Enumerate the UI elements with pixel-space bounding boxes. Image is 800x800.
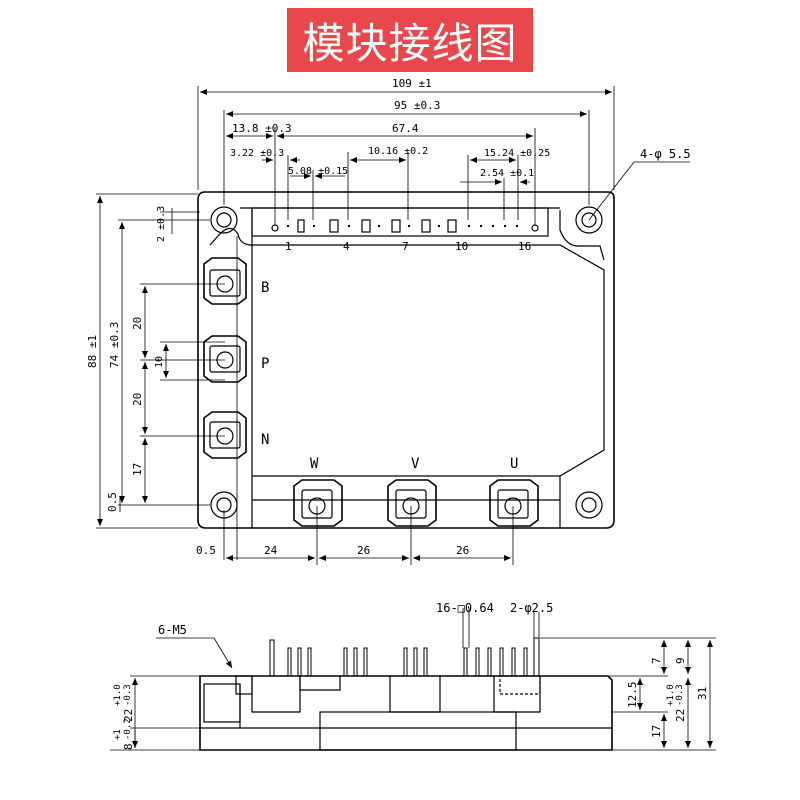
side-r22: 22 xyxy=(674,709,687,722)
dim-v20a: 20 xyxy=(131,317,144,330)
dim-pin-a: 3.22 ±0.3 xyxy=(230,148,284,159)
terminal-W xyxy=(293,479,343,527)
dim-pin-d: 15.24 ±0.25 xyxy=(484,148,550,159)
dim-h26a: 26 xyxy=(357,544,370,557)
dim-small-2: 2 ±0.3 xyxy=(156,206,167,242)
side-left-tol-bot: -0.3 xyxy=(123,684,133,706)
dim-h26b: 26 xyxy=(456,544,469,557)
dim-h05: 0.5 xyxy=(196,544,216,557)
side-left-base-tol-top: +1 xyxy=(113,729,123,740)
terminal-label-B: B xyxy=(261,280,269,296)
pin-label-16: 16 xyxy=(518,240,531,253)
terminal-label-N: N xyxy=(261,432,269,448)
terminal-N xyxy=(203,411,247,459)
side-r22-tol-top: +1.0 xyxy=(666,684,676,706)
mount-hole-top-right xyxy=(575,206,603,234)
dim-pin-span: 67.4 xyxy=(392,122,419,135)
side-r7: 7 xyxy=(650,657,663,664)
terminal-label-W: W xyxy=(310,456,319,472)
terminal-V xyxy=(387,479,437,527)
side-pin-count-label: 16-□0.64 xyxy=(436,601,494,615)
dim-hole-pitch-v: 74 ±0.3 xyxy=(108,322,121,368)
title-banner: 模块接线图 xyxy=(287,8,533,72)
side-r17: 17 xyxy=(650,725,663,738)
side-r9: 9 xyxy=(674,657,687,664)
pin-label-7: 7 xyxy=(402,240,409,253)
terminal-label-V: V xyxy=(411,456,420,472)
side-left-tol-top: +1.0 xyxy=(113,684,123,706)
dim-pin-e: 2.54 ±0.1 xyxy=(480,168,534,179)
inner-outline xyxy=(209,210,253,246)
terminal-P xyxy=(203,335,247,383)
side-screw-label: 6-M5 xyxy=(158,623,187,637)
side-base xyxy=(199,675,613,751)
terminal-U xyxy=(489,479,539,527)
page-title: 模块接线图 xyxy=(302,18,518,68)
dim-h24: 24 xyxy=(264,544,278,557)
pin-label-4: 4 xyxy=(343,240,350,253)
label-panel xyxy=(251,244,605,477)
dim-pin-c: 10.16 ±0.2 xyxy=(368,146,428,157)
top-view xyxy=(96,86,690,565)
module-outline xyxy=(197,191,615,529)
terminal-label-U: U xyxy=(510,456,518,472)
pin-label-1: 1 xyxy=(285,240,292,253)
dim-holes: 4-φ 5.5 xyxy=(640,147,691,161)
side-r22-tol-bot: -0.3 xyxy=(675,684,685,706)
dim-overall-width: 109 ±1 xyxy=(392,77,432,90)
mount-hole-top-left xyxy=(210,206,238,234)
pin-label-10: 10 xyxy=(455,240,468,253)
terminal-label-P: P xyxy=(261,356,269,372)
dim-v10: 10 xyxy=(154,356,165,368)
side-left-base: 8 xyxy=(122,743,135,750)
terminal-B xyxy=(203,257,247,305)
side-left-base-tol-bot: -0.2 xyxy=(123,718,133,740)
side-view xyxy=(110,608,716,751)
dim-v05: 0.5 xyxy=(106,492,119,512)
side-r31: 31 xyxy=(696,687,709,700)
dim-mount-pitch: 95 ±0.3 xyxy=(394,99,440,112)
dim-v17: 17 xyxy=(131,463,144,476)
side-left-total: 22 xyxy=(122,709,135,722)
dim-height: 88 ±1 xyxy=(86,335,99,368)
side-pin-dia-label: 2-φ2.5 xyxy=(510,601,553,615)
dim-v20b: 20 xyxy=(131,393,144,406)
dim-pin-b: 5.08 ±0.15 xyxy=(288,166,348,177)
side-r125: 12.5 xyxy=(626,682,639,709)
mount-hole-bottom-right xyxy=(575,491,603,519)
dim-pin-offset: 13.8 ±0.3 xyxy=(232,122,292,135)
